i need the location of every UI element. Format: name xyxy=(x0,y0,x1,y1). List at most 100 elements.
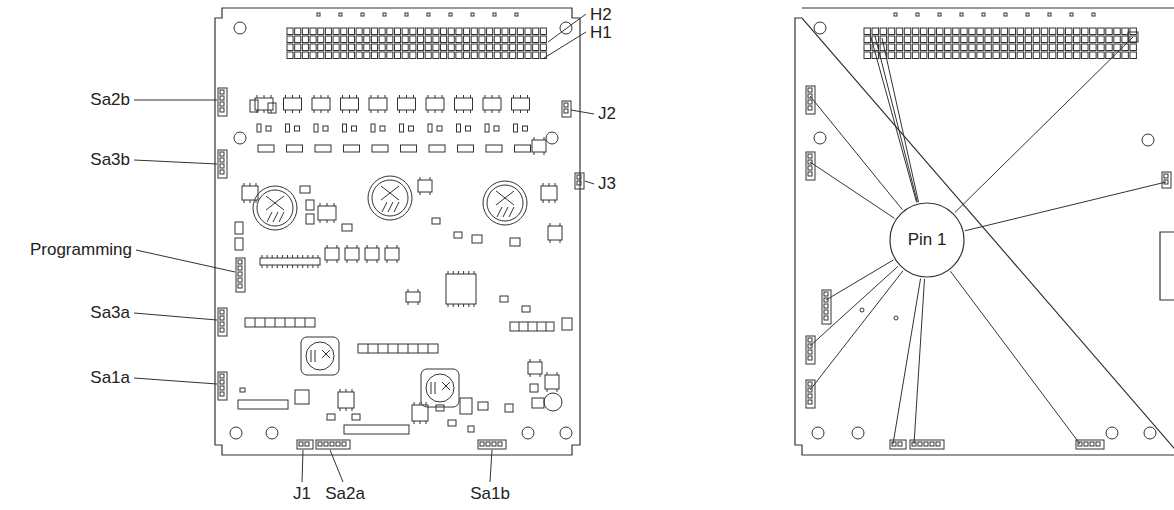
connector-pin xyxy=(808,338,812,342)
pin-connector xyxy=(218,88,227,116)
callout-label: Sa2b xyxy=(90,90,130,110)
silkscreen-dot xyxy=(982,13,985,16)
silkscreen-dot xyxy=(1070,13,1073,16)
silkscreen-dot xyxy=(361,13,364,16)
header-pin xyxy=(379,44,385,51)
ic-pin xyxy=(357,260,358,263)
connector-pin xyxy=(577,181,581,185)
header-pin xyxy=(318,52,324,59)
component xyxy=(342,224,352,231)
header-pin xyxy=(533,36,539,43)
header-pin xyxy=(502,44,508,51)
capacitor-symbol xyxy=(323,126,328,131)
component xyxy=(510,238,520,246)
header-pin xyxy=(494,52,500,59)
header-pin xyxy=(364,36,370,43)
ic-chip xyxy=(446,274,476,304)
header-pin xyxy=(295,28,301,35)
header-pin xyxy=(1049,36,1055,43)
connector-pin xyxy=(238,278,242,282)
connector-pin xyxy=(824,304,828,308)
header-pin xyxy=(920,36,926,43)
ic-pin xyxy=(413,110,414,113)
resistor-symbol xyxy=(457,124,461,132)
ic-pin xyxy=(287,265,288,268)
header-pin xyxy=(371,36,377,43)
component xyxy=(429,145,445,152)
ic-chip xyxy=(418,180,432,192)
header-pin xyxy=(325,36,331,43)
connector-pin xyxy=(330,442,334,446)
header-pin xyxy=(525,52,531,59)
ic-chip xyxy=(318,206,336,220)
header-pin xyxy=(1025,52,1031,59)
leader-line xyxy=(585,181,594,184)
header-pin xyxy=(969,44,975,51)
header-pin xyxy=(387,44,393,51)
ic-pin xyxy=(367,245,368,248)
ic-pin xyxy=(385,95,386,98)
pin-leader-line xyxy=(810,162,895,218)
leader-line xyxy=(302,450,303,482)
header-pin xyxy=(937,36,943,43)
header-pin xyxy=(425,28,431,35)
inductor-symbol xyxy=(253,186,297,230)
header-pin xyxy=(928,52,934,59)
ic-pin xyxy=(347,260,348,263)
header-pin xyxy=(310,28,316,35)
ic-pin xyxy=(430,192,431,195)
component xyxy=(448,420,456,426)
capacitor-symbol xyxy=(437,126,442,131)
resistor-symbol xyxy=(514,124,518,132)
header-pin xyxy=(1122,36,1128,43)
connector-pin xyxy=(324,442,328,446)
callout-label: H1 xyxy=(590,23,612,43)
ic-pin xyxy=(378,110,379,113)
header-pin xyxy=(502,52,508,59)
mounting-hole xyxy=(230,427,242,439)
ic-pin xyxy=(327,220,328,223)
connector-pin xyxy=(238,260,242,264)
header-pin xyxy=(1098,28,1104,35)
header-pin xyxy=(977,44,983,51)
ic-pin xyxy=(387,260,388,263)
ic-pin xyxy=(320,220,321,223)
silkscreen-dot xyxy=(493,13,496,16)
inductor-symbol xyxy=(509,207,514,217)
component xyxy=(258,145,274,152)
header-pin xyxy=(864,44,870,51)
header-pin xyxy=(379,28,385,35)
header-pin xyxy=(912,52,918,59)
header-pin xyxy=(371,52,377,59)
pin-connector xyxy=(822,290,831,324)
connector-pin xyxy=(1090,442,1094,446)
ic-pin xyxy=(534,137,535,140)
ic-pin xyxy=(285,110,286,113)
header-pin xyxy=(864,28,870,35)
header-pin xyxy=(953,52,959,59)
header-pin xyxy=(448,44,454,51)
ic-pin xyxy=(327,203,328,206)
ic-pin xyxy=(547,389,548,392)
header-pin xyxy=(441,36,447,43)
header-pin xyxy=(1090,44,1096,51)
ic-pin xyxy=(420,192,421,195)
callout-text: Pin 1 xyxy=(908,230,947,250)
ic-pin xyxy=(557,372,558,375)
header-pin xyxy=(502,36,508,43)
mounting-hole xyxy=(266,427,278,439)
connector-pin xyxy=(480,442,484,446)
inductor-symbol xyxy=(382,202,387,212)
header-pin xyxy=(1025,44,1031,51)
ic-pin xyxy=(420,402,421,405)
header-pin xyxy=(471,44,477,51)
ic-pin xyxy=(244,200,245,203)
header-pin xyxy=(1001,28,1007,35)
ic-chip xyxy=(341,98,359,110)
ic-chip xyxy=(483,98,501,110)
leader-line xyxy=(490,450,492,482)
connector-pin xyxy=(936,442,940,446)
ic-chip xyxy=(541,186,557,200)
mounting-hole xyxy=(1144,427,1156,439)
silkscreen-dot xyxy=(515,13,518,16)
